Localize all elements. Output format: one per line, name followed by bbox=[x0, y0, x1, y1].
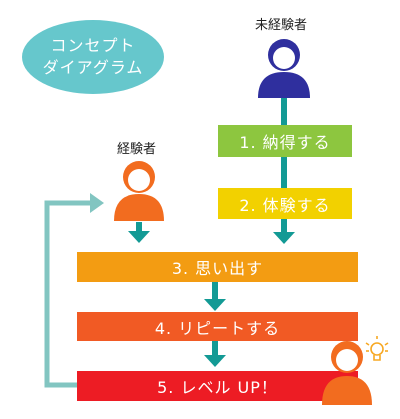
step-4-bar: 4. リピートする bbox=[77, 312, 358, 341]
concept-title-line1: コンセプト bbox=[50, 36, 136, 55]
newcomer-label: 未経験者 bbox=[255, 18, 308, 33]
loop-arrow-icon bbox=[44, 193, 104, 388]
concept-bubble: コンセプト ダイアグラム bbox=[22, 20, 164, 94]
step-2-bar: 2. 体験する bbox=[218, 188, 352, 219]
step-5-label: 5. レベル UP！ bbox=[157, 378, 278, 397]
concept-title-line2: ダイアグラム bbox=[42, 58, 144, 77]
arrow-newcomer-down-icon bbox=[273, 98, 295, 244]
lightbulb-icon bbox=[365, 336, 389, 361]
arrow-step4-to-step5-icon bbox=[204, 340, 226, 367]
step-1-bar: 1. 納得する bbox=[218, 125, 352, 157]
step-3-bar: 3. 思い出す bbox=[77, 252, 358, 282]
step-1-label: 1. 納得する bbox=[239, 133, 331, 152]
step-3-label: 3. 思い出す bbox=[171, 259, 264, 278]
experienced-person-icon bbox=[114, 161, 164, 221]
arrow-experienced-down-icon bbox=[128, 222, 150, 243]
newcomer-person-icon bbox=[258, 39, 310, 98]
step-4-label: 4. リピートする bbox=[154, 318, 281, 338]
step-2-label: 2. 体験する bbox=[239, 195, 331, 215]
achiever-person-icon bbox=[322, 341, 372, 405]
arrow-step3-to-step4-icon bbox=[204, 282, 226, 311]
step-5-bar: 5. レベル UP！ bbox=[77, 371, 358, 401]
experienced-label: 経験者 bbox=[117, 142, 157, 157]
